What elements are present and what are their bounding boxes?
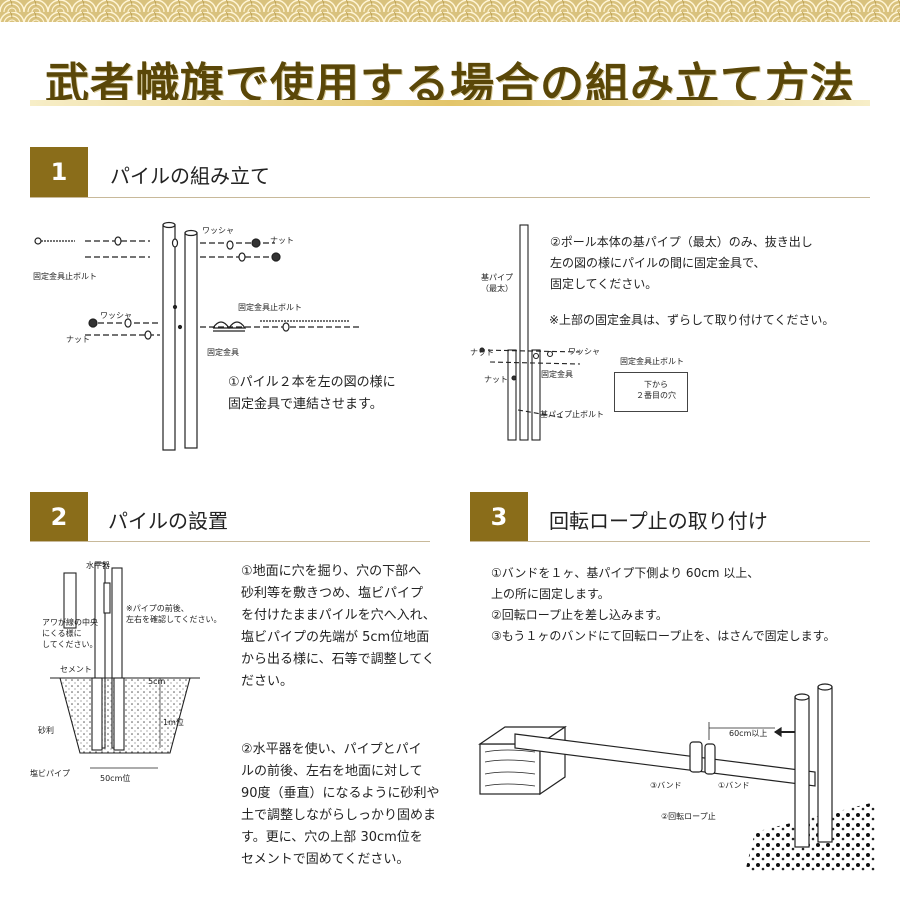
label-1m: 1m位 (163, 718, 184, 727)
step-1-right-caution: ※上部の固定金具は、ずらして取り付けてください。 (549, 313, 835, 327)
label-pipe: 塩ビパイプ (30, 769, 70, 778)
step-2-number: 2 (30, 492, 88, 542)
step-2-text-1: ①地面に穴を掘り、穴の下部へ 砂利等を敷きつめ、塩ビパイプ を付けたままパイルを… (241, 564, 436, 689)
step-3-number: 3 (470, 492, 528, 542)
step-2-text-2: ②水平器を使い、パイプとパイ ルの前後、左右を地面に対して 90度（垂直）になる… (241, 742, 440, 867)
label-level: 水平器 (86, 561, 110, 570)
step-2-title: パイルの設置 (108, 509, 228, 533)
step-1-divider (30, 197, 870, 198)
step-1-right-note: ②ポール本体の基パイプ（最太）のみ、抜き出し 左の図の様にパイルの間に固定金具で… (550, 235, 813, 291)
label-band3: ③バンド (650, 781, 682, 790)
step-3-text: ①バンドを１ヶ、基パイプ下側より 60cm 以上、 上の所に固定します。 ②回転… (491, 566, 836, 643)
pile-assembly-diagram (34, 221, 360, 451)
label-washer-mid: ワッシャ (100, 311, 132, 320)
step-1-number: 1 (30, 147, 88, 197)
step-1-left-note: ①パイル２本を左の図の様に 固定金具で連結させます。 (228, 375, 396, 412)
label-base-pipe: 基パイプ （最太） (481, 273, 513, 293)
label-bolt-top: 固定金具止ボルト (33, 272, 97, 281)
label-nut-b: ナット (484, 375, 508, 384)
step-3-title: 回転ロープ止の取り付け (549, 509, 768, 533)
label-60cm: 60cm以上 (729, 729, 768, 738)
label-gravel: 砂利 (38, 726, 54, 735)
label-5cm: 5cm (148, 677, 166, 686)
step-2-divider (30, 541, 430, 542)
step-3-divider (470, 541, 870, 542)
label-washer: ワッシャ (568, 347, 600, 356)
label-band1: ①バンド (718, 781, 750, 790)
hole-callout (614, 372, 688, 412)
pile-installation-diagram (50, 562, 200, 769)
label-base-bolt: 基パイプ止ボルト (540, 410, 604, 419)
label-bolt-mid: 固定金具止ボルト (238, 303, 302, 312)
label-nut-a: ナット (470, 348, 494, 357)
label-cement: セメント (60, 665, 92, 674)
label-50cm: 50cm位 (100, 774, 131, 783)
label-check: ※パイプの前後、 左右を確認してください。 (126, 604, 222, 624)
label-rope-stopper: ②回転ロープ止 (661, 812, 716, 821)
label-bolt: 固定金具止ボルト (620, 357, 684, 366)
label-hole: 下から ２番目の穴 (636, 380, 676, 400)
label-clamp: 固定金具 (207, 348, 239, 357)
rope-stopper-diagram (478, 683, 875, 872)
wave-pattern-header (0, 0, 900, 22)
base-pipe-diagram (479, 224, 581, 441)
label-nut-mid: ナット (66, 335, 90, 344)
label-clamp-right: 固定金具 (541, 370, 573, 379)
label-bubble: アワが線の中央 にくる様に してください。 (42, 618, 98, 649)
label-washer-top: ワッシャ (202, 226, 234, 235)
step-1-title: パイルの組み立て (110, 164, 270, 188)
title-underline (30, 100, 870, 106)
label-nut-top: ナット (270, 236, 294, 245)
